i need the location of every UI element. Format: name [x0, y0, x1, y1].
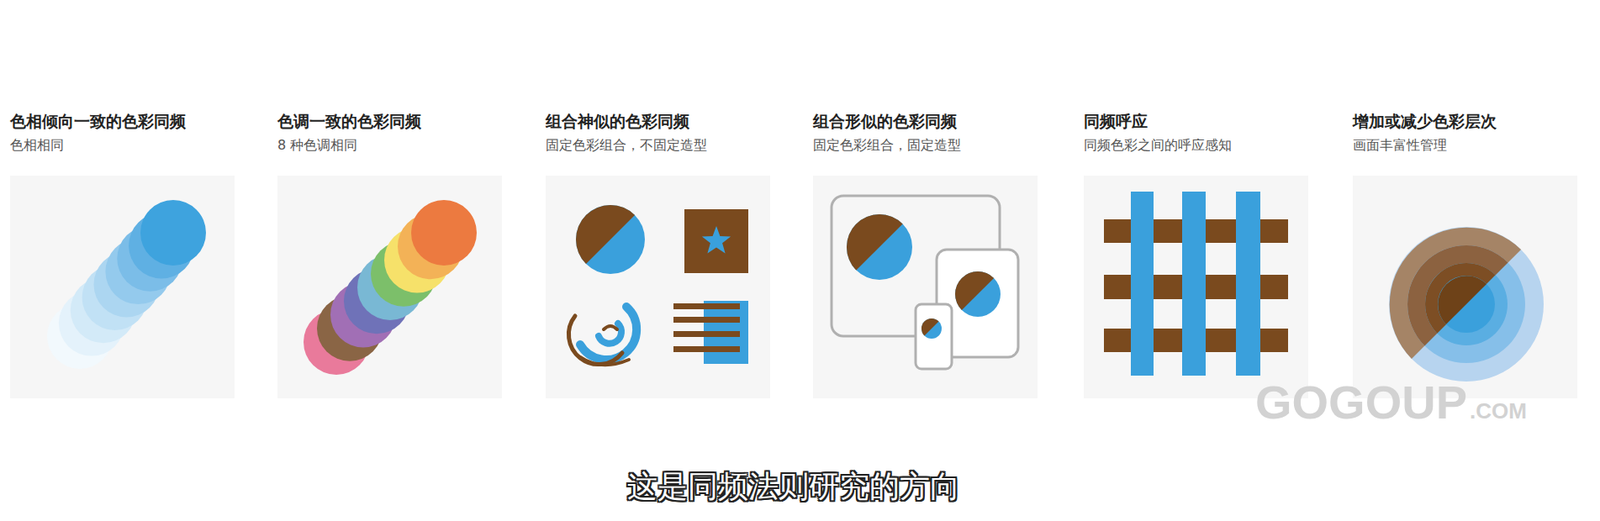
card-title: 色相倾向一致的色彩同频 — [10, 110, 186, 132]
panel-grounds — [10, 175, 1578, 399]
card-subtitle: 8 种色调相同 — [277, 136, 358, 155]
frequency-card: 增加或减少色彩层次画面丰富性管理 — [1352, 107, 1578, 399]
card-subtitle: 画面丰富性管理 — [1352, 136, 1447, 155]
watermark: GOGOUP — [1255, 379, 1468, 427]
combo-free-shapes — [568, 205, 749, 365]
card-subtitle: 固定色彩组合，固定造型 — [813, 136, 962, 155]
layer-circles — [1388, 227, 1544, 382]
tone-circles — [303, 200, 477, 375]
card-subtitle: 同频色彩之间的呼应感知 — [1083, 136, 1232, 155]
frequency-card: 色调一致的色彩同频 8 种色调相同 — [277, 107, 502, 399]
woven-grid — [1103, 191, 1289, 376]
card-subtitle: 色相相同 — [10, 136, 64, 155]
frequency-card: 组合神似的色彩同频固定色彩组合，不固定造型 — [545, 107, 771, 399]
watermark-suffix: .COM — [1469, 400, 1527, 423]
card-subtitle: 固定色彩组合，不固定造型 — [545, 136, 708, 155]
frequency-card: 同频呼应同频色彩之间的呼应感知 — [1083, 107, 1309, 399]
card-title: 增加或减少色彩层次 — [1352, 110, 1497, 132]
video-subtitle: 这是同频法则研究的方向 — [627, 467, 961, 507]
card-title: 组合神似的色彩同频 — [545, 110, 690, 132]
hue-circles — [47, 200, 206, 370]
card-title: 同频呼应 — [1083, 110, 1148, 132]
card-title: 组合形似的色彩同频 — [813, 110, 957, 132]
frequency-card: 组合形似的色彩同频固定色彩组合，固定造型 — [813, 107, 1038, 399]
frequency-card: 色相倾向一致的色彩同频色相相同 — [10, 107, 235, 399]
card-title: 色调一致的色彩同频 — [277, 110, 422, 132]
combo-fixed-devices — [831, 195, 1019, 370]
